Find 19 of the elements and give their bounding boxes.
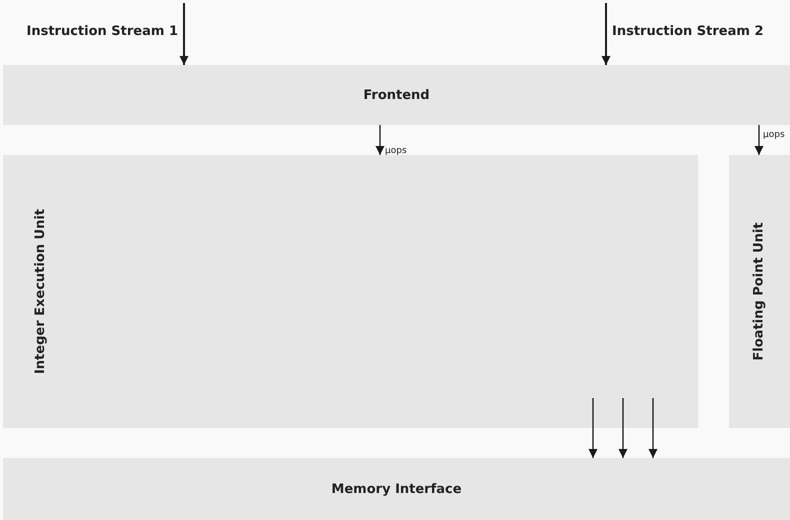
unit-label: Memory Interface bbox=[331, 482, 462, 496]
unit-label: Frontend bbox=[363, 88, 430, 102]
unit-block bbox=[3, 65, 790, 125]
unit-block bbox=[729, 155, 790, 428]
arrow bbox=[376, 125, 384, 155]
edge-label: μops bbox=[385, 146, 407, 156]
edge-label: μops bbox=[763, 130, 785, 140]
edge-label: Instruction Stream 1 bbox=[26, 24, 178, 39]
arrow bbox=[648, 398, 658, 458]
arrow bbox=[180, 3, 188, 65]
arrow bbox=[618, 398, 628, 458]
unit-block bbox=[3, 155, 698, 428]
unit-block bbox=[3, 458, 790, 520]
arrow bbox=[754, 125, 764, 155]
arrow bbox=[602, 3, 610, 65]
unit-label: Floating Point Unit bbox=[752, 222, 767, 361]
arrow bbox=[588, 398, 598, 458]
edge-label: Instruction Stream 2 bbox=[612, 24, 764, 39]
unit-label: Integer Execution Unit bbox=[33, 208, 48, 374]
